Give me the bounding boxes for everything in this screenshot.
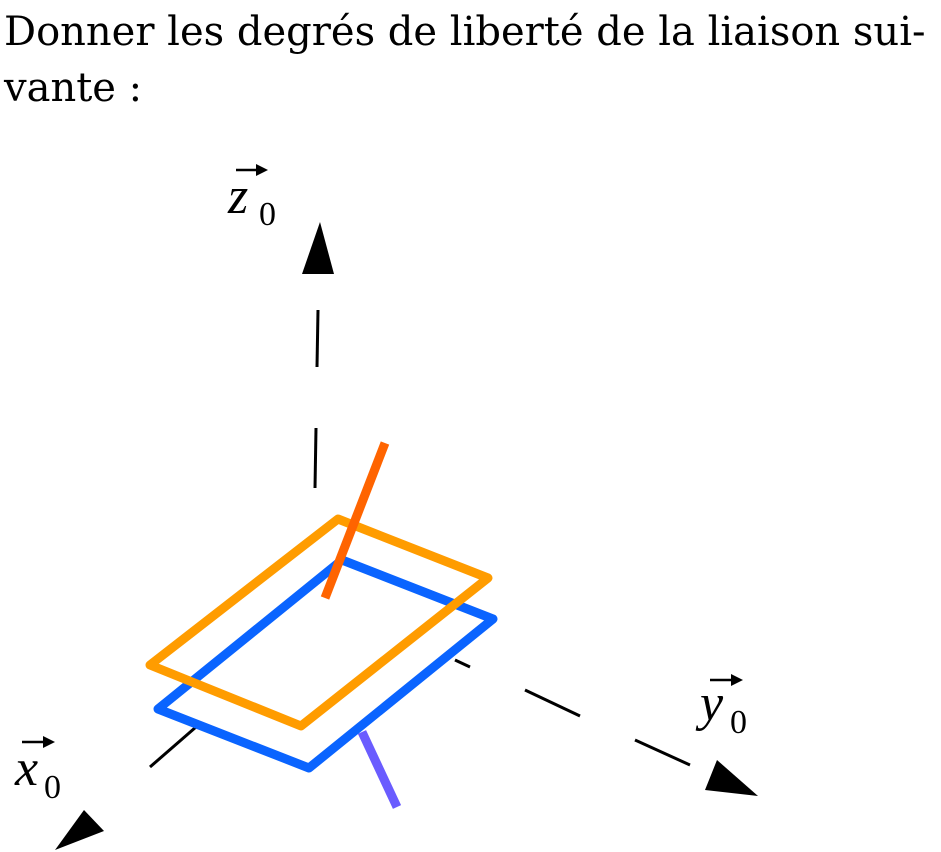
question-text: Donner les degrés de liberté de la liais…: [4, 4, 939, 116]
x-axis-subscript: 0: [44, 769, 61, 806]
y-axis-label: y 0: [695, 674, 747, 741]
z-vector-arrow-icon: [256, 164, 268, 176]
x-axis-dash-1: [149, 725, 197, 769]
z-axis-dash-2: [315, 309, 320, 368]
y-vector-arrow-icon: [731, 674, 743, 686]
x-axis-label: x 0: [14, 736, 61, 806]
y-axis-letter: y: [695, 675, 724, 732]
x-axis: [149, 725, 197, 769]
lower-rod: [357, 730, 402, 809]
z-axis-subscript: 0: [259, 196, 276, 233]
y-axis-dash-2: [524, 688, 581, 718]
z-axis-label: z 0: [227, 164, 276, 233]
question-line-1: Donner les degrés de liberté de la liais…: [4, 9, 926, 55]
y-axis: [454, 658, 691, 767]
lower-plate: [153, 555, 498, 773]
z-axis-arrowhead-icon: [302, 222, 334, 274]
question-line-2: vante :: [4, 65, 143, 111]
y-axis-subscript: 0: [730, 704, 747, 741]
z-axis-letter: z: [227, 168, 248, 225]
z-axis: [313, 309, 320, 489]
y-axis-arrowhead-icon: [705, 760, 758, 796]
z-axis-dash-1: [313, 427, 318, 489]
x-vector-arrow-icon: [43, 736, 55, 748]
y-axis-dash-3: [634, 738, 691, 767]
upper-rod: [320, 441, 390, 600]
y-axis-dash-1: [454, 658, 471, 669]
x-axis-arrowhead-icon: [55, 810, 104, 850]
x-axis-letter: x: [14, 740, 38, 797]
upper-plate: [145, 514, 493, 731]
